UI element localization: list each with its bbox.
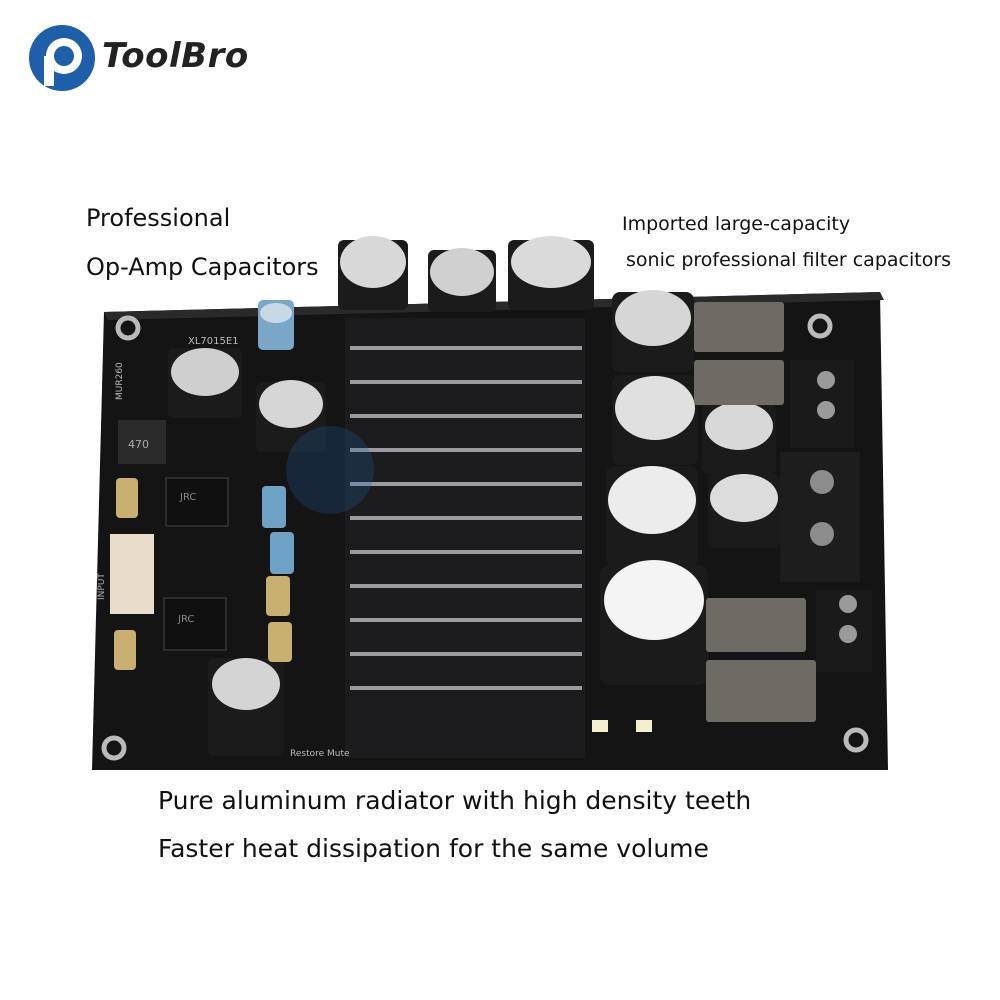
toolbro-logo-icon: [29, 25, 95, 91]
mounting-holes: [101, 313, 869, 761]
top-capacitors: [338, 236, 594, 312]
restore-mute-label: Restore Mute: [290, 749, 350, 759]
caption-op-amp-line2: Op-Amp Capacitors: [86, 253, 319, 281]
caption-filter-line1: Imported large-capacity: [622, 213, 851, 235]
chip2-label: JRC: [177, 614, 194, 625]
heatsink: [345, 318, 585, 758]
diode-label: MUR260: [115, 362, 125, 400]
power-inductor: [118, 420, 166, 464]
op-amp-chips: JRC JRC: [163, 477, 229, 651]
caption-radiator-line2: Faster heat dissipation for the same vol…: [158, 834, 709, 863]
caption-radiator-line1: Pure aluminum radiator with high density…: [158, 786, 752, 815]
op-amp-capacitors: [114, 300, 326, 756]
input-connector: [110, 534, 154, 614]
watermark-logo: [286, 426, 374, 514]
led-right: [636, 720, 652, 732]
regulator-label: XL7015E1: [188, 336, 239, 347]
brand-name: ToolBro: [102, 36, 249, 76]
filter-capacitors: [600, 290, 780, 685]
caption-filter-line2: sonic professional filter capacitors: [626, 249, 952, 271]
inductor-label: 470: [128, 438, 149, 451]
chip1-label: JRC: [179, 492, 196, 503]
terminal-blocks: [780, 360, 872, 672]
caption-op-amp-line1: Professional: [86, 204, 231, 232]
input-label: INPUT: [97, 573, 107, 600]
led-left: [592, 720, 608, 732]
output-inductors: [694, 302, 816, 722]
